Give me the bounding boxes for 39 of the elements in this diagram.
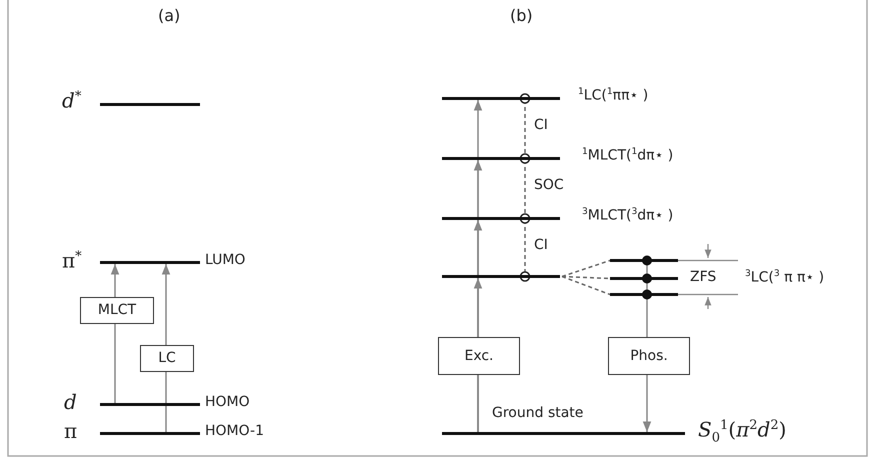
dashed-connector	[562, 276, 610, 280]
energy-level-line	[100, 261, 200, 264]
edge-label: CI	[534, 118, 548, 132]
transition-label: Exc.	[438, 337, 520, 375]
level-label: $^{1}$LC($^{1}$ππ⋆ )	[578, 88, 648, 103]
energy-level-line	[442, 432, 685, 435]
level-label: $^{1}$MLCT($^{1}$dπ⋆ )	[582, 148, 674, 163]
energy-level-line	[442, 157, 560, 160]
edge-label: CI	[534, 238, 548, 252]
energy-level-line	[100, 432, 200, 435]
panel-label: (b)	[510, 8, 533, 24]
energy-level-line	[610, 277, 678, 280]
arrow	[474, 100, 482, 432]
level-symbol: π$^{*}$	[62, 250, 82, 271]
transition-label: LC	[140, 345, 194, 372]
energy-level-line	[442, 275, 560, 278]
transition-label: MLCT	[80, 297, 154, 324]
energy-level-line	[100, 103, 200, 106]
energy-level-line	[610, 259, 678, 262]
transition-label: Phos.	[608, 337, 690, 375]
dashed-connector	[562, 276, 610, 296]
edge-label: SOC	[534, 178, 564, 192]
level-label: HOMO-1	[205, 424, 264, 438]
dashed-connector	[562, 260, 610, 278]
level-symbol: π	[64, 421, 78, 441]
level-symbol: S$_{0}$$^{1}$(π$^{2}$d$^{2}$)	[698, 419, 786, 445]
level-symbol: d$^{*}$	[62, 90, 82, 111]
level-label: LUMO	[205, 253, 246, 267]
dimension-label: ZFS	[690, 270, 716, 284]
level-label: HOMO	[205, 395, 250, 409]
state-label: $^{3}$LC($^{3}$ π π⋆ )	[745, 270, 824, 285]
text-label: Ground state	[492, 406, 584, 420]
energy-level-line	[442, 97, 560, 100]
energy-level-line	[100, 403, 200, 406]
energy-level-line	[610, 293, 678, 296]
level-symbol: d	[64, 392, 77, 412]
level-label: $^{3}$MLCT($^{3}$dπ⋆ )	[582, 208, 674, 223]
energy-level-line	[442, 217, 560, 220]
panel-label: (a)	[158, 8, 180, 24]
